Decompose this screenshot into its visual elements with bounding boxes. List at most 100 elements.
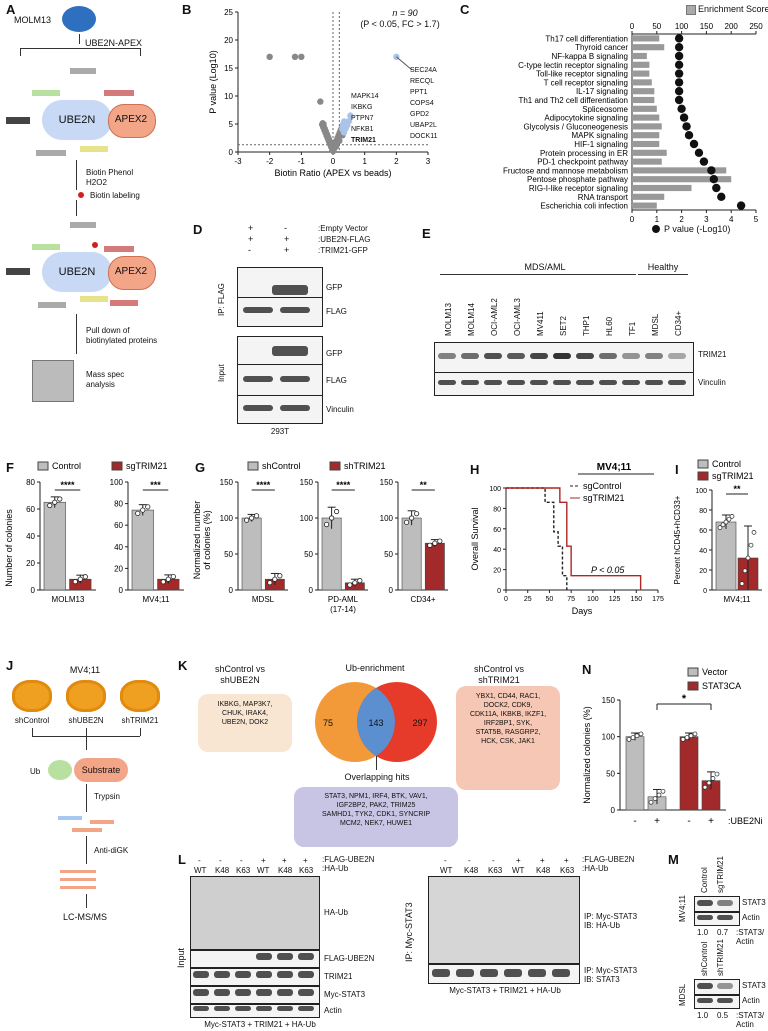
replicate-dot: [324, 521, 330, 528]
j-shtrim21: shTRIM21: [121, 716, 159, 725]
l-row-flag-right: :FLAG-UBE2N: [582, 855, 635, 864]
vinculin-band: [622, 380, 640, 385]
ube2ni-sign: +: [654, 816, 660, 827]
lane-label: OCI-AML3: [513, 298, 522, 336]
l-label-ip-ha: IP: Myc-STAT3 IB: HA-Ub: [584, 912, 638, 930]
legend-control: Control: [712, 459, 741, 469]
group-label: CD34+: [410, 595, 435, 604]
replicate-dot: [652, 796, 658, 801]
step-pulldown-2: biotinylated proteins: [86, 336, 158, 345]
replicate-dot: [249, 515, 255, 521]
l-caption-left: Myc-STAT3 + TRIM21 + HA-Ub: [204, 1020, 316, 1029]
biotin-dot-icon: [78, 192, 84, 198]
lane-label: K63: [488, 866, 503, 875]
m-val-2a: 1.0: [697, 1011, 709, 1020]
lane-label: K63: [236, 866, 251, 875]
legend-swatch-sg: [111, 461, 123, 471]
band: [277, 953, 293, 960]
legend-swatch-shtrim21: [329, 461, 341, 471]
replicate-dot: [648, 799, 654, 805]
pvalue-dot: [699, 157, 709, 166]
replicate-dot: [145, 504, 151, 510]
hit-label: PTPN7: [351, 115, 374, 122]
apex2-label-2: APEX2: [114, 266, 148, 277]
bottom-tick-label: 0: [630, 215, 635, 224]
replicate-dot: [688, 733, 694, 739]
replicate-dot: [352, 580, 358, 586]
lane-label: K48: [215, 866, 230, 875]
k-right-genes: YBX1, CD44, RAC1, DOCK2, CDK9, CDK11A, I…: [456, 686, 560, 790]
y-tick-label: 80: [114, 500, 123, 509]
y-tick-label: 20: [114, 564, 123, 573]
panel-label-i: I: [675, 462, 679, 477]
significance: ****: [256, 480, 271, 490]
x-tick-label: -3: [234, 157, 242, 166]
group-mds-aml: MDS/AML: [524, 262, 566, 272]
vinculin-band: [530, 380, 548, 385]
x-axis-label: :UBE2Ni: [728, 816, 763, 826]
hit-label: UBAP2L: [410, 122, 437, 129]
pvalue-dot: [674, 87, 684, 96]
panel-label-g: G: [195, 460, 206, 475]
band: [256, 989, 272, 996]
pathway-label: Adipocytokine signaling: [544, 114, 628, 123]
replicate-dot: [656, 792, 662, 798]
y-tick-label: 100: [695, 488, 707, 495]
pathway-label: PD-1 checkpoint pathway: [537, 158, 628, 167]
replicate-dot: [660, 788, 666, 794]
trim21-band: [622, 353, 640, 359]
lane-label: WT: [257, 866, 270, 875]
y-tick-label: 60: [699, 528, 707, 535]
pvalue-dot: [679, 113, 689, 122]
replicate-dot: [427, 542, 433, 548]
m-val-2b: 0.5: [717, 1011, 729, 1020]
trim21-band: [599, 353, 617, 359]
apex2-shape: [108, 104, 156, 138]
y-tick-label: 50: [384, 550, 393, 559]
trim21-band: [576, 353, 594, 359]
band: [298, 971, 314, 978]
top-tick-label: 0: [630, 22, 635, 31]
panel-j-title: MV4;11: [69, 665, 101, 675]
m-label-stat3-2: STAT3: [742, 981, 766, 990]
band: [432, 969, 450, 977]
significance: *: [682, 693, 687, 705]
cell-icon: [62, 6, 96, 32]
replicate-dot: [706, 780, 712, 786]
band: [256, 1006, 272, 1011]
data-point: [291, 53, 299, 60]
pathway-label: Toll-like receptor signaling: [536, 70, 628, 79]
pathway-label: C-type lectin receptor signaling: [518, 61, 628, 70]
x-tick-label: 150: [630, 596, 642, 603]
lane-label: HL60: [605, 316, 614, 336]
y-tick-label: 150: [602, 696, 616, 705]
replicate-dot: [409, 515, 415, 521]
data-point: [320, 120, 327, 128]
y-tick-label: 0: [497, 588, 501, 595]
ube2ni-sign: -: [687, 816, 690, 827]
pathway-label: Protein processing in ER: [540, 149, 628, 158]
significance: ****: [61, 480, 76, 490]
replicate-dot: [714, 771, 720, 777]
replicate-dot: [626, 737, 632, 742]
y-tick-label: 100: [300, 514, 314, 523]
group-label: MV4;11: [724, 595, 752, 604]
bar-Control: [715, 521, 737, 591]
replicate-dot: [414, 511, 420, 517]
replicate-dot: [47, 502, 53, 509]
replicate-dot: [630, 735, 636, 740]
pvalue-dot: [674, 51, 684, 61]
data-point: [266, 53, 273, 60]
pathway-label: Escherichia coli infection: [540, 202, 628, 211]
ube2ni-sign: -: [633, 816, 636, 827]
band: [456, 969, 474, 977]
condition-label: :Empty Vector: [318, 224, 368, 233]
y-axis-label: Number of colonies: [4, 509, 14, 587]
venn-mid-n: 143: [368, 718, 384, 728]
m-cell-mv411: MV4;11: [678, 895, 687, 922]
enrichment-bar: [632, 105, 657, 112]
top-tick-label: 150: [700, 22, 714, 31]
leader-line: [396, 56, 413, 71]
y-tick-label: 50: [606, 769, 615, 778]
legend-swatch-stat3ca: [687, 681, 699, 691]
